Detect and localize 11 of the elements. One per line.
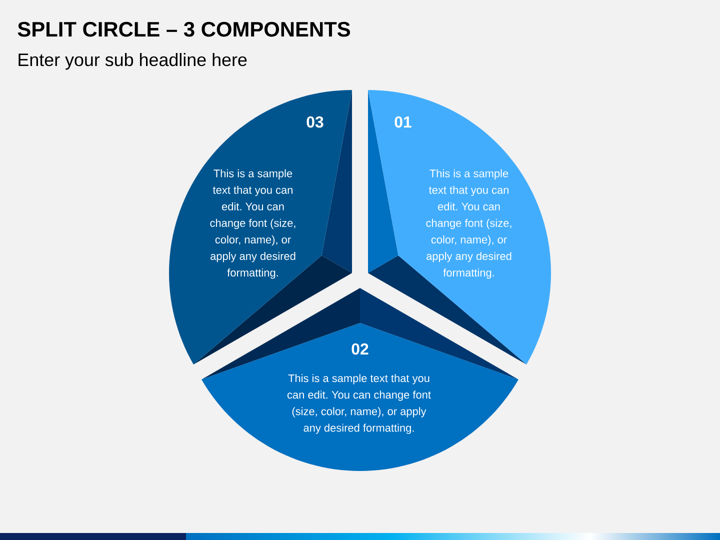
pie-sector (368, 90, 551, 364)
pie-sector (169, 90, 352, 364)
sector-text: This is a sample text that you can edit. You can change font (size, color, name), or apply any desired formatting. (287, 374, 431, 434)
title: SPLIT CIRCLE – 3 COMPONENTS (18, 22, 350, 37)
sector-text: This is a sample text that you can edit. You can change font (size, color, name), or apply any desired formatting. (210, 169, 296, 279)
sector-number: 02 (352, 343, 368, 355)
pie-sector (202, 288, 518, 471)
sector-number: 03 (306, 116, 324, 128)
sector-text: This is a sample text that you can edit. You can change font (size, color, name), or apply any desired formatting. (426, 169, 512, 279)
sector-number: 01 (394, 116, 412, 128)
subtitle: Enter your sub headline here (18, 53, 247, 70)
